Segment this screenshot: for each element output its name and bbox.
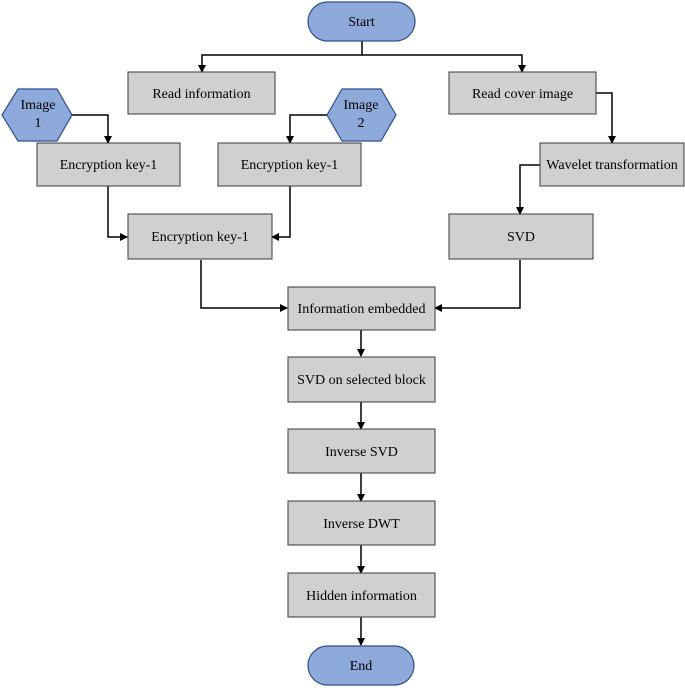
inverse-svd-box: Inverse SVD — [287, 428, 436, 474]
edge-keyright-to-merged — [271, 186, 291, 241]
encryption-key-left-box: Encryption key-1 — [36, 142, 181, 187]
inverse-dwt-label: Inverse DWT — [323, 517, 400, 532]
encryption-key-left-label: Encryption key-1 — [60, 158, 158, 173]
encryption-key-right-label: Encryption key-1 — [241, 158, 339, 173]
edge-wavelet-to-svd — [516, 164, 540, 215]
edge-svd-to-embedded — [434, 260, 521, 312]
svd-selected-block-box: SVD on selected block — [287, 356, 436, 403]
image-1-input: Image 1 — [1, 88, 73, 142]
edge-cover-to-wavelet — [596, 92, 616, 144]
encryption-key-right-box: Encryption key-1 — [217, 142, 362, 187]
encryption-key-merged-label: Encryption key-1 — [151, 230, 249, 245]
svd-selected-block-label: SVD on selected block — [297, 373, 426, 388]
wavelet-transformation-box: Wavelet transformation — [539, 142, 685, 187]
edges — [72, 41, 616, 646]
start-label: Start — [348, 15, 375, 30]
encryption-key-merged-box: Encryption key-1 — [127, 213, 273, 260]
edge-image1-to-key — [72, 114, 112, 144]
svd-label: SVD — [507, 230, 535, 245]
end-label: End — [350, 659, 373, 674]
image-2-input: Image 2 — [326, 88, 397, 142]
information-embedded-label: Information embedded — [298, 302, 426, 317]
information-embedded-box: Information embedded — [287, 286, 436, 331]
inverse-svd-label: Inverse SVD — [325, 445, 398, 460]
hidden-information-box: Hidden information — [287, 572, 436, 618]
read-information-label: Read information — [152, 87, 250, 102]
edge-keyleft-to-merged — [107, 186, 128, 241]
read-cover-image-label: Read cover image — [472, 87, 573, 102]
end-terminal: End — [307, 645, 415, 686]
image-1-label-line2: 1 — [35, 116, 42, 131]
hidden-information-label: Hidden information — [306, 589, 417, 604]
image-1-label-line1: Image — [21, 98, 56, 113]
inverse-dwt-box: Inverse DWT — [287, 500, 436, 546]
svd-box: SVD — [448, 213, 594, 260]
edge-to-read-information — [198, 54, 362, 73]
read-cover-image-box: Read cover image — [448, 71, 597, 115]
edge-merged-to-embedded — [200, 260, 288, 312]
read-information-box: Read information — [127, 71, 276, 115]
wavelet-transformation-label: Wavelet transformation — [546, 158, 677, 173]
image-2-label-line1: Image — [344, 98, 379, 113]
edge-to-read-cover-image — [362, 54, 526, 73]
edge-image2-to-key — [286, 114, 327, 144]
start-terminal: Start — [307, 1, 416, 42]
image-2-label-line2: 2 — [358, 116, 365, 131]
